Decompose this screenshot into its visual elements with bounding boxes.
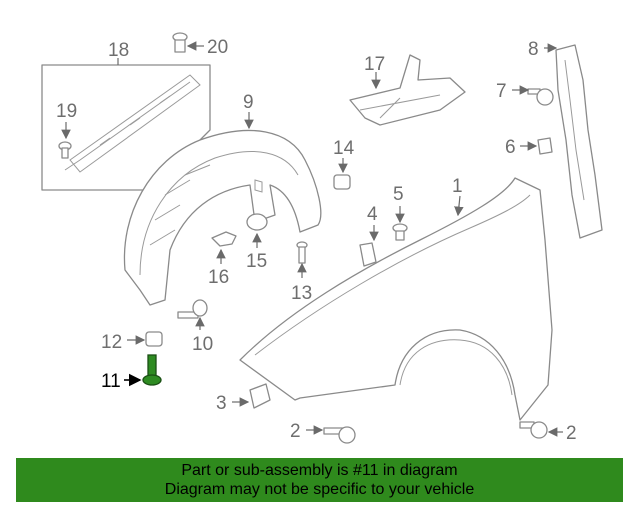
- part-14-clip: [333, 174, 351, 190]
- callout-13: 13: [291, 283, 312, 304]
- part-9-wheel-liner: [123, 129, 322, 306]
- part-6-clip: [537, 137, 553, 155]
- callout-1: 1: [452, 176, 463, 197]
- callout-2-right: 2: [566, 423, 577, 444]
- callout-16: 16: [208, 267, 229, 288]
- part-17-bracket: [349, 54, 466, 126]
- part-10-bolt: [177, 299, 208, 319]
- part-13-bolt: [296, 241, 308, 264]
- part-2-bolt-right: [519, 421, 548, 439]
- callout-12: 12: [101, 332, 122, 353]
- part-3-clip: [249, 383, 271, 409]
- callout-7: 7: [496, 81, 507, 102]
- part-8-fender-support: [555, 44, 603, 239]
- part-16-clip: [211, 231, 237, 247]
- callout-9: 9: [243, 92, 254, 113]
- callout-10: 10: [192, 334, 213, 355]
- callout-19: 19: [56, 101, 77, 122]
- part-19-screw: [58, 141, 72, 159]
- part-5-screw: [392, 223, 408, 241]
- banner-line-1: Part or sub-assembly is #11 in diagram: [181, 462, 458, 479]
- callout-11: 11: [101, 371, 121, 392]
- callout-14: 14: [333, 138, 355, 159]
- part-7-bolt: [527, 88, 554, 106]
- callout-3: 3: [216, 393, 227, 414]
- callout-18: 18: [108, 40, 129, 61]
- callout-15: 15: [246, 251, 267, 272]
- parts-diagram: 18 19 20 9 17 8 7 6: [41, 32, 603, 444]
- part-20-clip: [172, 32, 188, 53]
- callout-6: 6: [505, 137, 516, 158]
- callout-8: 8: [528, 39, 539, 60]
- part-4-clip: [359, 242, 377, 267]
- part-11-screw-highlighted: [142, 354, 162, 386]
- info-banner: Part or sub-assembly is #11 in diagram D…: [16, 458, 623, 502]
- part-12-clip: [145, 331, 163, 347]
- banner-line-2: Diagram may not be specific to your vehi…: [164, 481, 475, 498]
- part-15-plug: [246, 213, 268, 231]
- part-2-bolt-left: [323, 426, 356, 444]
- callout-20: 20: [207, 37, 228, 58]
- callout-5: 5: [393, 184, 404, 205]
- part-1-fender: [239, 177, 553, 421]
- callout-17: 17: [364, 54, 385, 75]
- callout-2-left: 2: [290, 421, 301, 442]
- leader-1: [454, 195, 464, 217]
- callout-4: 4: [367, 204, 378, 225]
